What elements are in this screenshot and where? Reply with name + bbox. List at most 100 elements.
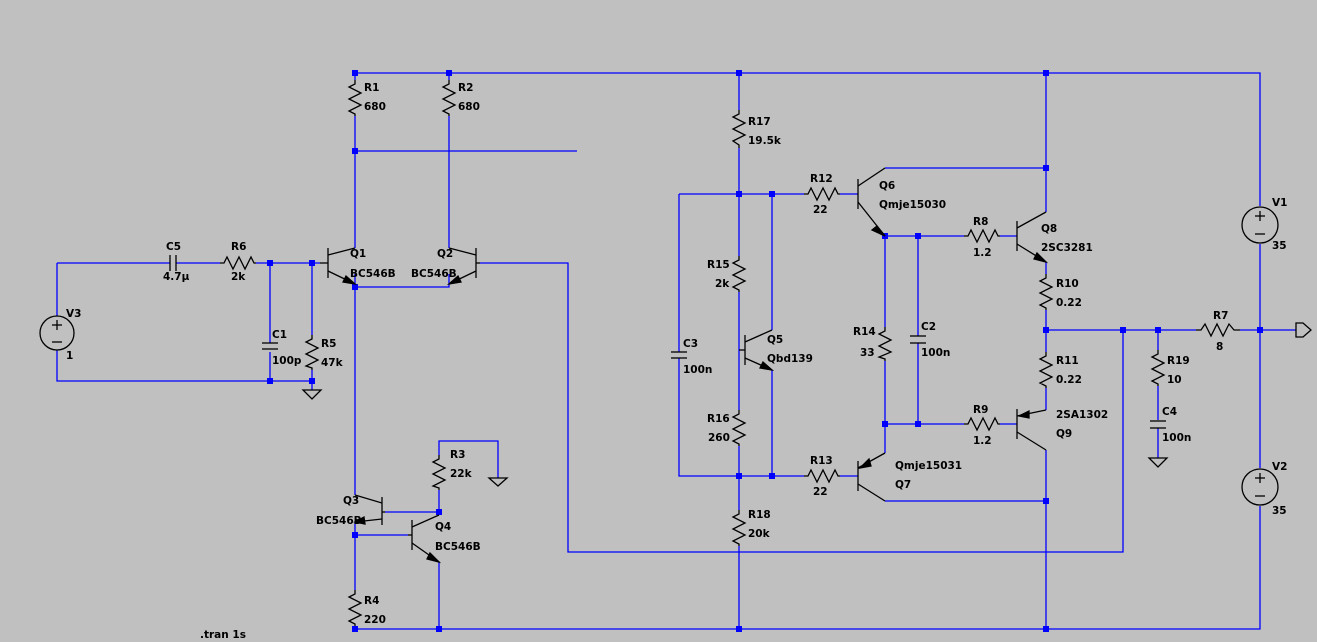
r7-value: 8 [1216,341,1223,353]
transistor-q8[interactable] [1016,211,1049,264]
q6-value: Qmje15030 [879,199,946,211]
c1-value: 100p [272,355,302,367]
r9-value: 1.2 [973,435,992,447]
transistor-q9[interactable] [1016,409,1047,451]
resistor-r8[interactable] [964,228,1000,244]
resistor-r7[interactable] [1196,322,1240,338]
r14-value: 33 [860,347,875,359]
q4-value: BC546B [435,541,481,553]
transistor-q3[interactable] [353,494,385,525]
wires [56,72,1296,630]
output-port-arrow[interactable] [1295,322,1312,338]
q9-value: 2SA1302 [1056,409,1108,421]
q3-value: BC546B [316,515,362,527]
r2-value: 680 [458,101,480,113]
r14-name: R14 [853,326,876,338]
c2-value: 100n [921,347,950,359]
resistor-r6[interactable] [220,255,256,271]
resistor-r15[interactable] [731,256,747,292]
transistor-q5[interactable] [739,329,775,372]
voltage-source-v1[interactable] [1241,206,1279,244]
r4-value: 220 [364,614,386,626]
transistor-q1[interactable] [320,247,358,286]
voltage-source-v2[interactable] [1241,468,1279,506]
r12-name: R12 [810,173,833,185]
capacitor-c4[interactable] [1150,420,1166,429]
capacitor-c1[interactable] [262,342,278,350]
q7-name: Q7 [895,479,911,491]
r10-value: 0.22 [1056,297,1082,309]
r8-name: R8 [973,216,988,228]
ground-symbol [487,477,509,487]
v1-name: V1 [1272,197,1287,209]
q7-value: Qmje15031 [895,460,962,472]
q5-name: Q5 [767,334,783,346]
c5-value: 4.7µ [163,271,190,283]
v3-value: 1 [66,350,73,362]
c3-value: 100n [683,364,712,376]
capacitor-c3[interactable] [671,351,687,359]
q2-value: BC546B [411,268,457,280]
r1-name: R1 [364,82,379,94]
q2-name: Q2 [437,248,453,260]
capacitor-c5[interactable] [169,255,177,271]
spice-directive[interactable]: .tran 1s [200,629,246,641]
r2-name: R2 [458,82,473,94]
resistor-r5[interactable] [304,335,320,370]
q3-name: Q3 [343,495,359,507]
transistor-q2[interactable] [446,247,480,286]
resistor-r19[interactable] [1150,350,1166,386]
q5-value: Qbd139 [767,353,813,365]
r13-name: R13 [810,455,833,467]
voltage-source-v3[interactable] [39,315,75,351]
r3-value: 22k [450,468,473,480]
v2-value: 35 [1272,505,1287,517]
r19-name: R19 [1167,355,1190,367]
resistor-r16[interactable] [731,410,747,446]
r16-name: R16 [707,413,730,425]
r15-value: 2k [715,278,730,290]
r6-value: 2k [231,271,246,283]
transistor-q4[interactable] [408,514,442,564]
q1-name: Q1 [350,248,366,260]
resistor-r17[interactable] [731,110,747,148]
r9-name: R9 [973,404,988,416]
resistor-r2[interactable] [441,80,457,116]
r18-value: 20k [748,528,771,540]
r6-name: R6 [231,241,246,253]
resistor-r14[interactable] [877,327,893,361]
v2-name: V2 [1272,461,1287,473]
labels: R1 680 R2 680 C5 4.7µ R6 2k V3 1 C1 100p… [66,82,1287,641]
r8-value: 1.2 [973,247,992,259]
resistor-r11[interactable] [1038,352,1054,388]
r18-name: R18 [748,509,771,521]
resistor-r9[interactable] [964,416,1000,432]
resistor-r18[interactable] [731,510,747,546]
q1-value: BC546B [350,268,396,280]
resistor-r10[interactable] [1038,274,1054,310]
voltage-sources [39,206,1279,506]
transistor-q6[interactable] [857,167,886,237]
c2-name: C2 [921,321,936,333]
r11-name: R11 [1056,355,1079,367]
resistor-r1[interactable] [347,80,363,116]
resistor-r12[interactable] [804,186,840,202]
resistor-r4[interactable] [347,590,363,626]
r10-name: R10 [1056,278,1079,290]
c4-value: 100n [1162,432,1191,444]
r11-value: 0.22 [1056,374,1082,386]
resistor-r3[interactable] [431,455,447,490]
transistor-q7[interactable] [857,452,886,502]
c5-name: C5 [166,241,181,253]
q8-value: 2SC3281 [1041,242,1093,254]
v1-value: 35 [1272,240,1287,252]
q6-name: Q6 [879,180,895,192]
r17-name: R17 [748,116,771,128]
capacitor-c2[interactable] [910,335,926,344]
resistor-r13[interactable] [804,468,840,484]
ground-symbol [301,389,323,400]
r5-value: 47k [321,357,344,369]
q9-name: Q9 [1056,428,1072,440]
c1-name: C1 [272,329,287,341]
